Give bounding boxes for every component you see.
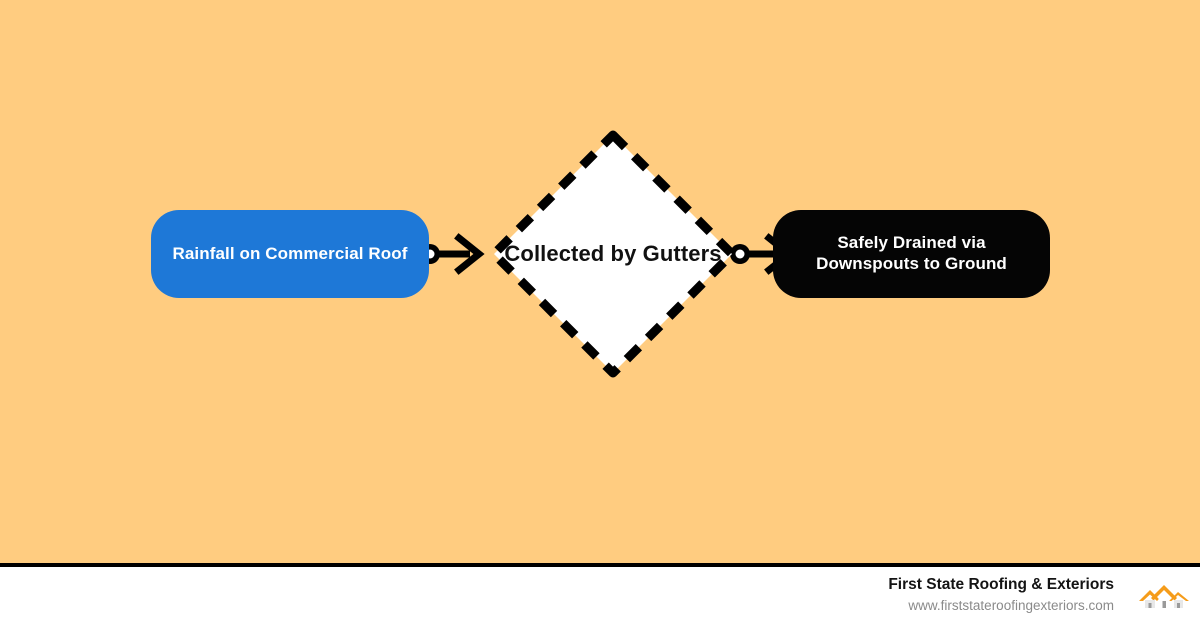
footer-bar	[0, 567, 1200, 630]
brand-name: First State Roofing & Exteriors	[888, 576, 1114, 593]
brand-website: www.firststateroofingexteriors.com	[908, 597, 1114, 613]
flow-node-start-label: Rainfall on Commercial Roof	[172, 243, 408, 263]
flow-node-middle-label: Collected by Gutters	[504, 241, 722, 267]
flow-node-end-label: Safely Drained via Downspouts to Ground	[816, 233, 1007, 273]
brand-block: First State Roofing & Exteriors www.firs…	[888, 575, 1114, 615]
flow-node-start[interactable]: Rainfall on Commercial Roof	[151, 210, 429, 298]
flow-node-end[interactable]: Safely Drained via Downspouts to Ground	[773, 210, 1050, 298]
flow-node-middle[interactable]: Collected by Gutters	[485, 126, 741, 382]
diamond-shape-icon	[489, 130, 737, 378]
roof-houses-icon	[1139, 585, 1189, 608]
footer-divider	[0, 563, 1200, 567]
